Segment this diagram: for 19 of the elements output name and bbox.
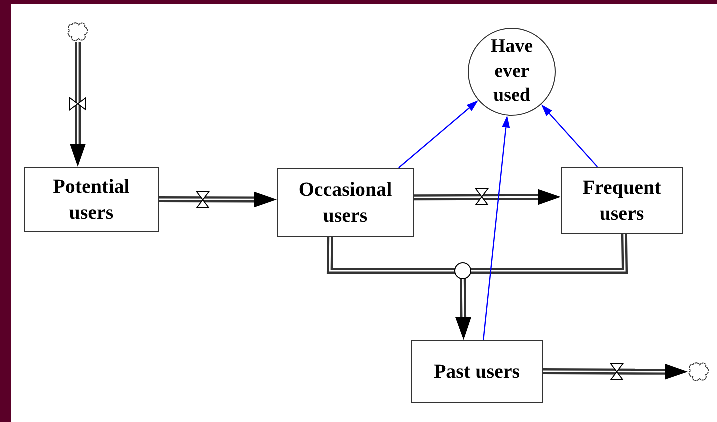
node-label: Occasional users — [298, 178, 394, 228]
flow-pipe-arrow — [158, 192, 277, 208]
flow-pipe-arrow — [414, 189, 561, 206]
flow-pipe-arrow — [70, 42, 86, 167]
cloud-symbol — [688, 362, 710, 382]
flow-pipe-arrow — [456, 234, 628, 340]
link-arrow — [398, 100, 478, 168]
stock-box — [561, 167, 683, 234]
link-arrow — [483, 116, 510, 340]
node-label: Past users — [432, 360, 522, 384]
node-label: Potential users — [52, 174, 131, 226]
node-label: Frequent users — [582, 176, 662, 226]
flow-pipe-arrow — [542, 364, 688, 380]
stock-box — [411, 340, 543, 403]
cloud-symbol — [67, 22, 89, 42]
stock-box — [277, 168, 414, 237]
stock-box — [24, 167, 159, 232]
link-arrow — [541, 104, 598, 168]
node-label: Have ever used — [490, 34, 534, 108]
